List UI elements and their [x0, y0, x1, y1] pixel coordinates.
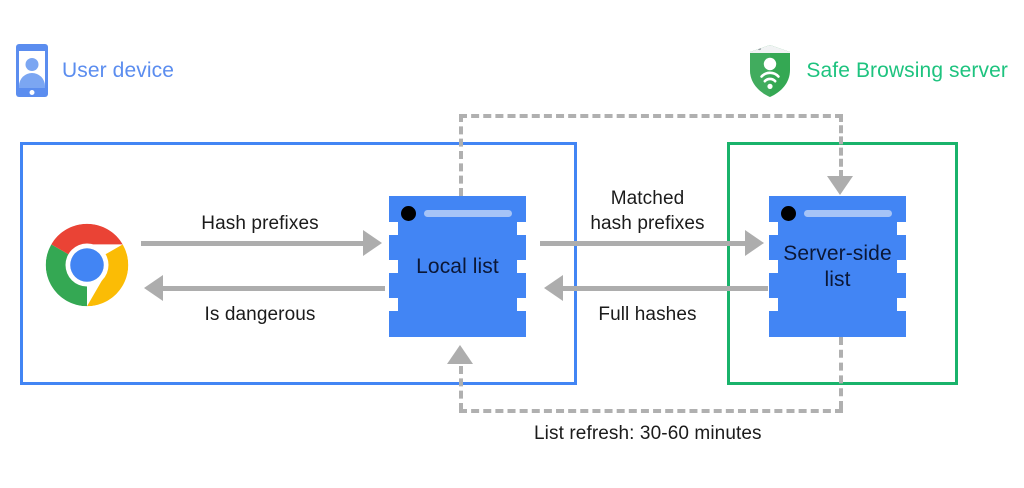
user-device-zone — [20, 142, 577, 385]
chip-notch-right-1 — [897, 222, 906, 235]
person-body-shape — [19, 73, 45, 88]
safe-browsing-shield-icon — [748, 44, 792, 98]
chip-indicator-dot — [401, 206, 416, 221]
flow-label-matched-hash-prefixes: Matched hash prefixes — [590, 188, 705, 234]
legend-user-device-label: User device — [62, 58, 174, 82]
flow-arrowhead-full-hashes — [544, 275, 563, 301]
refresh-path-top-right-vertical — [839, 114, 843, 178]
chip-notch-left-3 — [389, 298, 398, 311]
refresh-path-bottom-horizontal — [459, 409, 843, 413]
flow-arrowhead-is-dangerous — [144, 275, 163, 301]
refresh-arrowhead-into-local-list — [447, 345, 473, 364]
chip-notch-left-3 — [769, 298, 778, 311]
flow-label-is-dangerous: Is dangerous — [204, 304, 316, 325]
chip-notch-left-1 — [769, 222, 778, 235]
chrome-logo-icon — [44, 222, 130, 308]
phone-home-button — [29, 90, 35, 95]
person-head-shape — [25, 58, 39, 71]
flow-line-full-hashes — [563, 286, 768, 291]
refresh-path-bottom-right-vertical — [839, 337, 843, 409]
refresh-path-top-horizontal — [459, 114, 843, 118]
flow-label-hash-prefixes: Hash prefixes — [201, 213, 319, 234]
flow-line-is-dangerous — [163, 286, 385, 291]
chip-header-bar — [804, 210, 892, 217]
server-side-list-node[interactable]: Server-side list — [769, 196, 906, 337]
flow-label-full-hashes: Full hashes — [598, 304, 697, 325]
chip-indicator-dot — [781, 206, 796, 221]
chip-notch-right-2 — [517, 260, 526, 273]
refresh-path-top-left-vertical — [459, 114, 463, 196]
refresh-arrowhead-into-server-list — [827, 176, 853, 195]
flow-arrowhead-matched-hash-prefixes — [745, 230, 764, 256]
chip-notch-right-3 — [517, 298, 526, 311]
chip-notch-right-3 — [897, 298, 906, 311]
refresh-path-bottom-left-vertical — [459, 366, 463, 411]
flow-arrowhead-hash-prefixes — [363, 230, 382, 256]
chip-notch-right-1 — [517, 222, 526, 235]
phone-user-icon — [16, 44, 48, 97]
legend-safe-browsing-server: Safe Browsing server — [748, 44, 1008, 98]
legend-safe-browsing-server-label: Safe Browsing server — [806, 59, 1008, 82]
local-list-node[interactable]: Local list — [389, 196, 526, 337]
chip-notch-left-2 — [389, 260, 398, 273]
flow-line-hash-prefixes — [141, 241, 363, 246]
chip-notch-left-2 — [769, 260, 778, 273]
local-list-label: Local list — [416, 254, 499, 278]
chip-notch-left-1 — [389, 222, 398, 235]
chip-notch-right-2 — [897, 260, 906, 273]
legend-user-device: User device — [16, 44, 174, 97]
flow-line-matched-hash-prefixes — [540, 241, 745, 246]
chip-header-bar — [424, 210, 512, 217]
refresh-caption: List refresh: 30-60 minutes — [534, 423, 762, 444]
phone-screen — [19, 51, 45, 88]
server-side-list-label: Server-side list — [783, 241, 892, 291]
